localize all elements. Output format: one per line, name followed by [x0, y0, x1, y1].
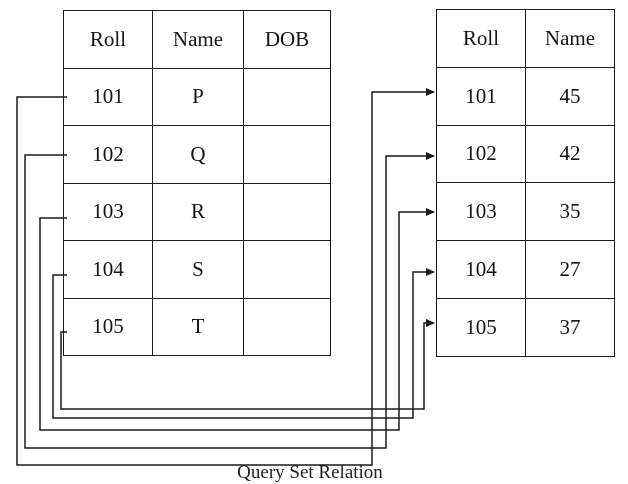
- connector-arrow-105: [60, 319, 435, 410]
- right-cell-name: 42: [525, 124, 615, 184]
- left-header-roll: Roll: [63, 10, 153, 69]
- right-cell-name: 27: [525, 240, 615, 299]
- left-table-row: 103 R: [63, 182, 331, 241]
- right-table-row: 105 37: [436, 297, 615, 357]
- left-cell-dob: [243, 240, 331, 299]
- left-cell-name: P: [152, 67, 244, 126]
- right-header-name: Name: [525, 9, 615, 68]
- right-header-roll: Roll: [436, 9, 526, 68]
- left-cell-dob: [243, 182, 331, 241]
- left-cell-dob: [243, 125, 331, 184]
- left-cell-name: S: [152, 240, 244, 299]
- right-table-row: 101 45: [436, 66, 615, 126]
- connector-arrow-103: [39, 208, 435, 431]
- left-cell-roll: 105: [63, 297, 153, 356]
- right-relation-table: Roll Name 101 45 102 42 103 35 104 27 10…: [436, 9, 615, 357]
- left-cell-name: R: [152, 182, 244, 241]
- diagram-caption: Query Set Relation: [237, 462, 383, 483]
- left-cell-dob: [243, 297, 331, 356]
- left-cell-roll: 102: [63, 125, 153, 184]
- left-cell-name: T: [152, 297, 244, 356]
- left-cell-roll: 101: [63, 67, 153, 126]
- right-cell-name: 45: [525, 66, 615, 126]
- right-table-row: 102 42: [436, 124, 615, 184]
- left-cell-roll: 104: [63, 240, 153, 299]
- right-header-row: Roll Name: [436, 9, 615, 68]
- right-cell-roll: 103: [436, 182, 526, 242]
- connector-arrow-104: [52, 268, 435, 419]
- left-table-row: 102 Q: [63, 125, 331, 184]
- right-cell-name: 37: [525, 297, 615, 357]
- right-cell-roll: 105: [436, 297, 526, 357]
- left-header-dob: DOB: [243, 10, 331, 69]
- connector-arrow-102: [24, 152, 435, 449]
- left-table-row: 104 S: [63, 240, 331, 299]
- connector-arrow-101: [16, 88, 435, 466]
- left-relation-table: Roll Name DOB 101 P 102 Q 103 R 104 S 10…: [63, 10, 331, 356]
- left-table-row: 105 T: [63, 297, 331, 356]
